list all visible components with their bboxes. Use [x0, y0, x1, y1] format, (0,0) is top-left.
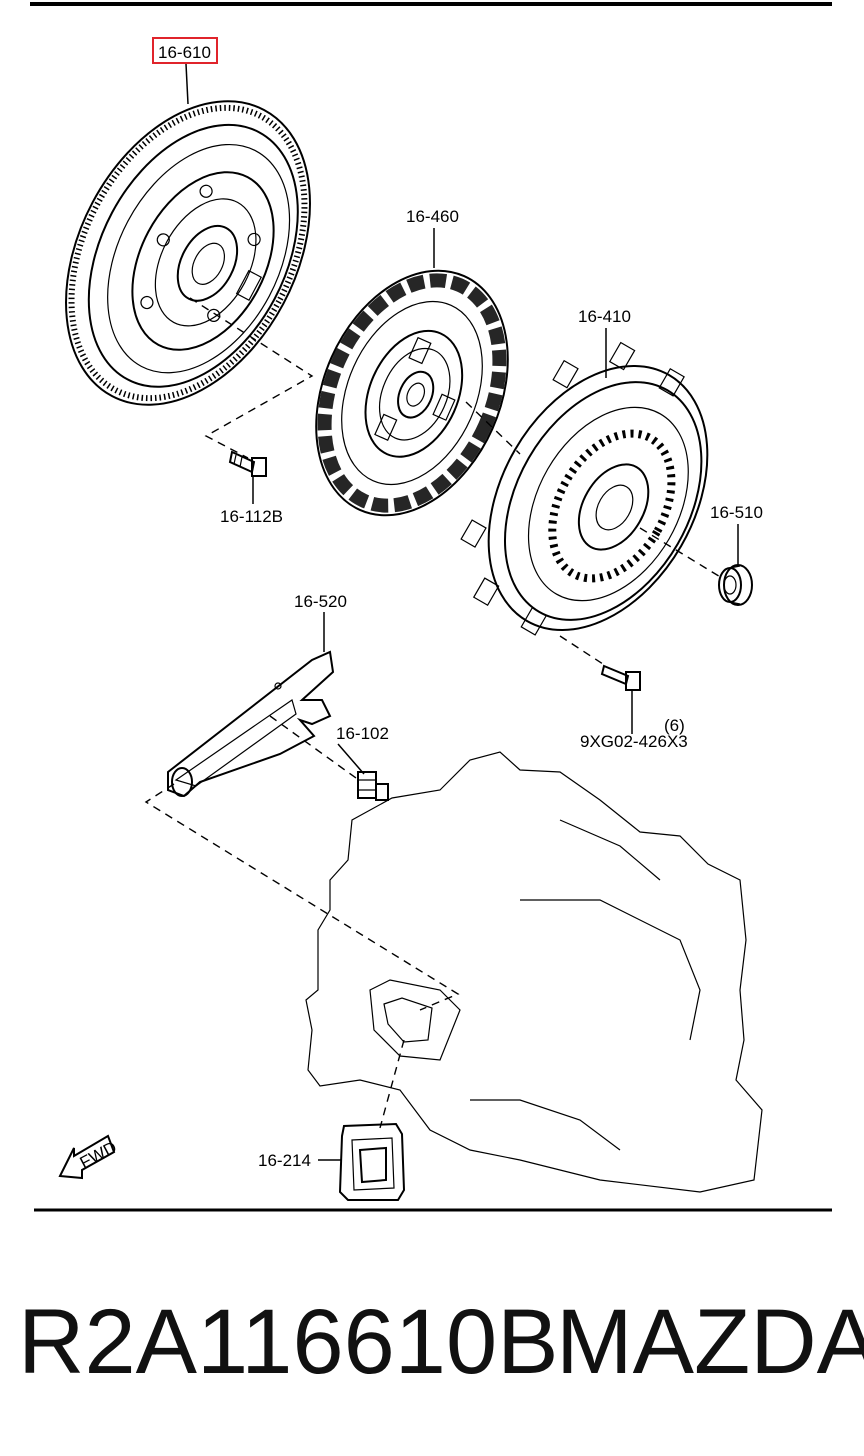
fwd-arrow: FWD: [58, 1134, 120, 1180]
callout-flywheel-bolt: 16-112B: [220, 507, 283, 526]
flywheel-bolt-drawing: [228, 450, 267, 477]
clutch-cover-drawing: [460, 341, 709, 636]
callout-clutch-cover: 16-410: [578, 307, 631, 326]
release-bearing-drawing: [718, 564, 753, 606]
assembly-dashed-lines: [144, 297, 723, 1129]
highlight-box: [152, 37, 218, 64]
part-number: R2A116610B: [18, 1291, 559, 1393]
transmission-housing-outline: [305, 751, 763, 1193]
brand-name: MAZDA: [556, 1291, 864, 1393]
callout-pivot-bolt: 16-102: [336, 724, 389, 743]
flywheel-drawing: [65, 100, 311, 406]
callout-cover-bolt: 9XG02-426X3: [580, 732, 688, 751]
clutch-disc-drawing: [315, 269, 509, 517]
callout-flywheel: 16-610: [158, 43, 211, 62]
release-fork-drawing: [167, 650, 335, 798]
pivot-bolt-drawing: [357, 771, 389, 801]
boot-drawing: [338, 1122, 406, 1201]
callout-clutch-disc: 16-460: [406, 207, 459, 226]
cover-bolt-drawing: [600, 664, 641, 691]
callout-release-bearing: 16-510: [710, 503, 763, 522]
callout-boot: 16-214: [258, 1151, 311, 1170]
leader-lines: [185, 63, 739, 1161]
callout-release-fork: 16-520: [294, 592, 347, 611]
part-caption: R2A116610B MAZDA: [0, 1290, 864, 1410]
callout-cover-bolt-qty: (6): [664, 716, 685, 735]
